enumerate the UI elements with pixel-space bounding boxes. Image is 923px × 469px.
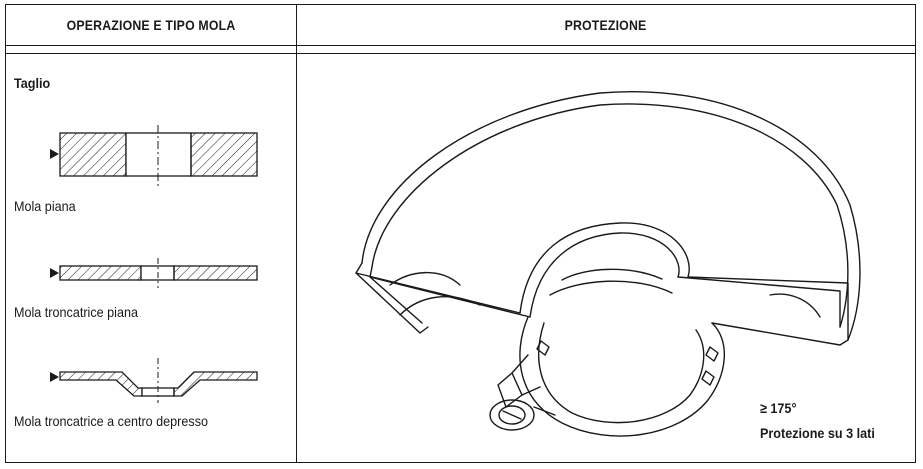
header-divider xyxy=(6,45,915,46)
guard-note-text: Protezione su 3 lati xyxy=(760,425,875,441)
column-divider xyxy=(296,5,297,462)
header-protection: PROTEZIONE xyxy=(564,17,647,33)
wheel-label-depressed: Mola troncatrice a centro depresso xyxy=(14,413,209,429)
wheel-guard-illustration xyxy=(355,91,861,437)
table-frame: OPERAZIONE E TIPO MOLA PROTEZIONE xyxy=(5,4,916,463)
arrow-marker-icon xyxy=(50,149,59,159)
depressed-wheel-diagram xyxy=(50,358,258,403)
arrow-marker-icon xyxy=(50,268,59,278)
arrow-marker-icon xyxy=(50,372,59,382)
header-divider-secondary xyxy=(6,53,915,54)
guard-angle-text: ≥ 175° xyxy=(760,400,797,416)
flat-wheel-diagram xyxy=(50,125,258,186)
header-operation: OPERAZIONE E TIPO MOLA xyxy=(66,17,236,33)
wheel-label-flat: Mola piana xyxy=(14,198,76,214)
wheel-label-cutting: Mola troncatrice piana xyxy=(14,304,138,320)
section-title: Taglio xyxy=(14,75,51,91)
cutting-wheel-diagram xyxy=(50,258,258,288)
